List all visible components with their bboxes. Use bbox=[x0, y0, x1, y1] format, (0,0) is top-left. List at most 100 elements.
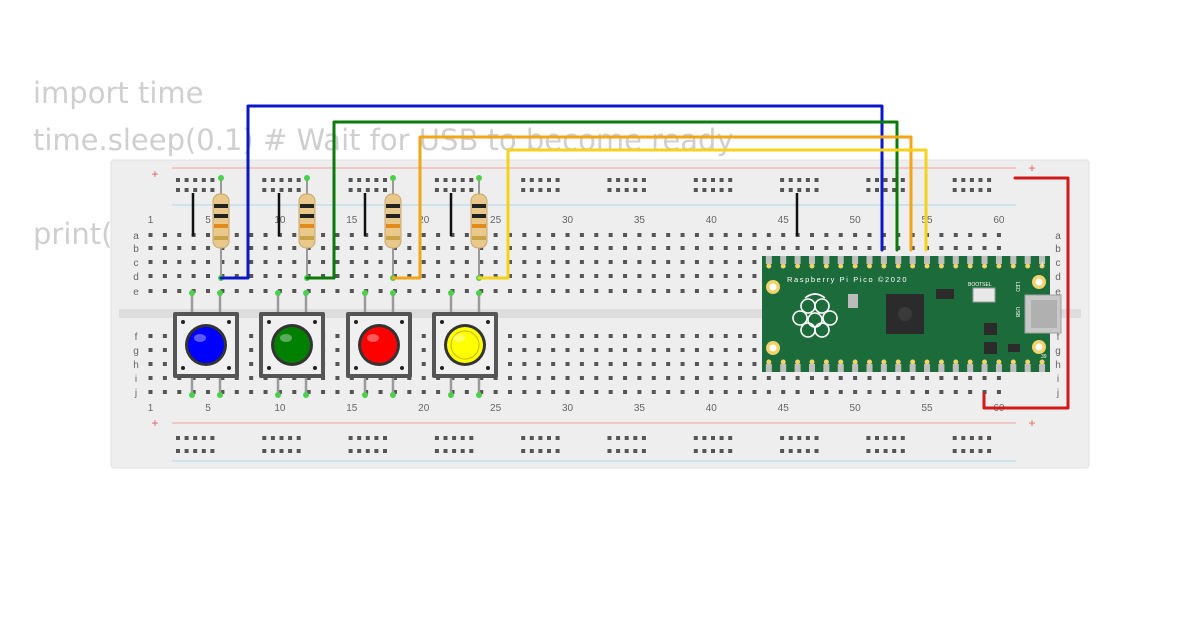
hole bbox=[508, 289, 512, 293]
pico-pad bbox=[838, 359, 844, 365]
rail-hole bbox=[374, 449, 379, 453]
hole bbox=[579, 390, 584, 394]
hole bbox=[853, 246, 858, 250]
resistor-band bbox=[300, 236, 314, 240]
hole bbox=[766, 233, 771, 237]
rail-hole bbox=[805, 178, 810, 182]
hole bbox=[766, 246, 771, 250]
hole bbox=[335, 376, 340, 380]
rail-hole bbox=[978, 188, 983, 192]
hole bbox=[982, 233, 987, 237]
hole bbox=[551, 274, 556, 278]
hole bbox=[939, 233, 944, 237]
hole bbox=[220, 390, 225, 394]
hole bbox=[493, 289, 498, 293]
pico-pad bbox=[910, 359, 916, 365]
rail-hole bbox=[987, 188, 992, 192]
rail-hole bbox=[296, 188, 301, 192]
hole bbox=[824, 376, 829, 380]
hole bbox=[378, 233, 383, 237]
rail-hole bbox=[797, 436, 802, 440]
hole bbox=[795, 376, 800, 380]
breadboard[interactable]: ++++ 11551010151520202525303035354040454… bbox=[110, 159, 1090, 469]
rail-hole bbox=[547, 178, 551, 182]
hole bbox=[579, 260, 584, 264]
row-letter: h bbox=[1055, 360, 1061, 371]
hole bbox=[608, 289, 613, 293]
hole bbox=[421, 246, 426, 250]
leg-dot bbox=[476, 290, 482, 296]
button-shine bbox=[194, 334, 206, 342]
rail-hole bbox=[624, 188, 629, 192]
hole bbox=[263, 274, 268, 278]
hole bbox=[493, 233, 498, 237]
hole bbox=[407, 233, 412, 237]
leg-dot bbox=[390, 392, 396, 398]
rail-jumper-wires bbox=[191, 193, 799, 236]
rail-hole bbox=[952, 449, 957, 453]
hole bbox=[709, 289, 714, 293]
rail-hole bbox=[969, 188, 974, 192]
hole bbox=[436, 289, 441, 293]
hole bbox=[450, 274, 455, 278]
hole bbox=[177, 260, 182, 264]
hole bbox=[594, 376, 599, 380]
hole bbox=[191, 274, 196, 278]
hole bbox=[464, 390, 469, 394]
hole bbox=[321, 233, 326, 237]
rail-hole bbox=[538, 449, 543, 453]
hole bbox=[493, 390, 498, 394]
hole bbox=[479, 260, 484, 264]
hole bbox=[623, 334, 628, 338]
code-line-4: print( bbox=[33, 217, 113, 251]
hole bbox=[450, 260, 455, 264]
hole bbox=[335, 233, 340, 237]
hole bbox=[162, 334, 167, 338]
rail-hole bbox=[616, 436, 621, 440]
leg-dot bbox=[189, 290, 195, 296]
hole bbox=[738, 260, 743, 264]
hole bbox=[608, 274, 613, 278]
rail-hole bbox=[969, 449, 974, 453]
hole bbox=[982, 390, 987, 394]
hole bbox=[723, 362, 728, 366]
hole bbox=[752, 246, 757, 250]
hole bbox=[321, 289, 326, 293]
button-cap bbox=[274, 327, 310, 363]
hole bbox=[996, 376, 1001, 380]
hole bbox=[709, 334, 714, 338]
hole bbox=[623, 348, 628, 352]
leg-dot bbox=[362, 290, 368, 296]
rail-hole bbox=[711, 436, 715, 440]
hole bbox=[953, 390, 958, 394]
pico-bootsel-button bbox=[972, 287, 996, 303]
hole bbox=[752, 233, 757, 237]
hole bbox=[565, 260, 570, 264]
hole bbox=[637, 246, 642, 250]
hole bbox=[608, 334, 613, 338]
hole bbox=[277, 246, 282, 250]
rail-hole bbox=[262, 178, 267, 182]
hole bbox=[292, 233, 297, 237]
resistor-band bbox=[386, 236, 400, 240]
logo-leaf bbox=[804, 293, 826, 299]
hole bbox=[522, 274, 527, 278]
rail-hole bbox=[184, 178, 189, 182]
rail-hole bbox=[607, 449, 612, 453]
pico-pad bbox=[838, 263, 844, 269]
hole bbox=[263, 246, 268, 250]
leg-dot bbox=[189, 392, 195, 398]
rail-hole bbox=[805, 188, 810, 192]
pico-pad bbox=[852, 263, 858, 269]
hole bbox=[306, 289, 311, 293]
resistor-band bbox=[214, 214, 228, 218]
hole bbox=[349, 246, 354, 250]
rail-hole bbox=[711, 188, 715, 192]
resistor bbox=[298, 175, 316, 281]
hole bbox=[867, 233, 872, 237]
hole bbox=[493, 260, 498, 264]
hole bbox=[407, 289, 412, 293]
hole bbox=[608, 260, 613, 264]
hole bbox=[249, 260, 254, 264]
rail-hole bbox=[184, 436, 189, 440]
